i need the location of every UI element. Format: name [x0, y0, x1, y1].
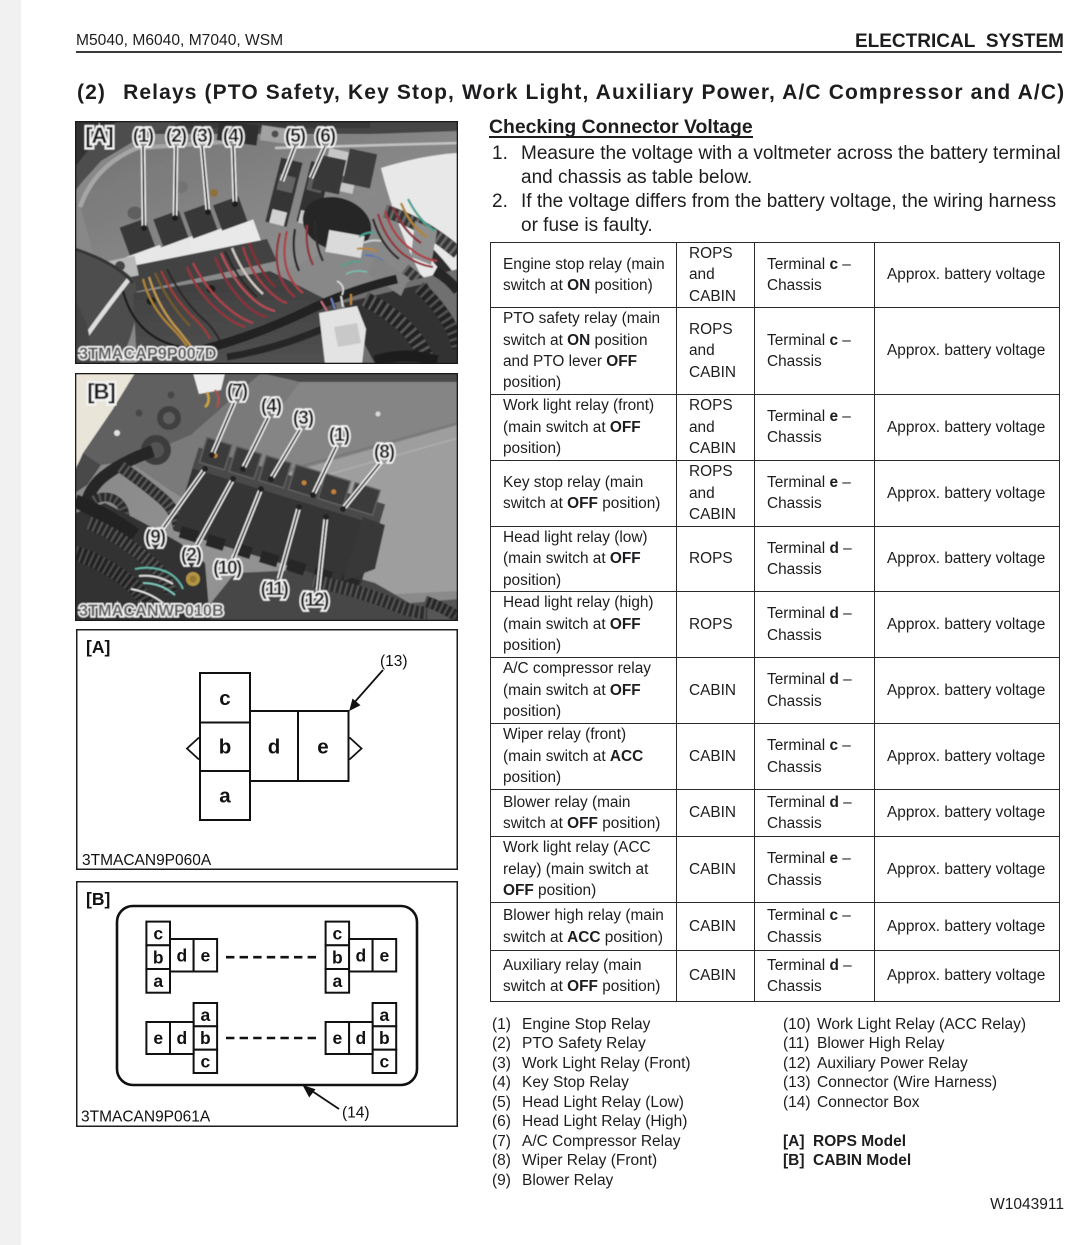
svg-text:[A]: [A] — [86, 637, 110, 657]
svg-text:a: a — [333, 971, 343, 991]
svg-text:(14): (14) — [342, 1105, 370, 1122]
svg-text:d: d — [176, 946, 187, 966]
svg-text:e: e — [333, 1028, 343, 1048]
svg-text:[B]: [B] — [86, 889, 110, 909]
svg-text:d: d — [356, 946, 367, 966]
svg-text:d: d — [268, 736, 281, 759]
svg-text:b: b — [379, 1028, 390, 1048]
svg-text:d: d — [356, 1028, 367, 1048]
svg-text:c: c — [333, 924, 343, 944]
svg-text:b: b — [219, 736, 232, 759]
svg-text:e: e — [201, 946, 211, 966]
svg-text:b: b — [332, 947, 343, 967]
svg-text:e: e — [153, 1028, 163, 1048]
svg-text:e: e — [317, 736, 328, 759]
svg-text:e: e — [380, 946, 390, 966]
svg-text:3TMACAN9P060A: 3TMACAN9P060A — [82, 852, 212, 869]
svg-text:c: c — [219, 687, 230, 710]
svg-text:a: a — [153, 971, 163, 991]
svg-text:3TMACAN9P061A: 3TMACAN9P061A — [81, 1109, 211, 1126]
svg-text:c: c — [380, 1052, 390, 1072]
svg-text:c: c — [153, 924, 163, 944]
svg-text:b: b — [153, 947, 164, 967]
svg-text:d: d — [176, 1028, 187, 1048]
svg-text:a: a — [380, 1005, 390, 1025]
svg-text:a: a — [219, 785, 231, 808]
svg-text:(13): (13) — [380, 653, 408, 670]
svg-text:c: c — [201, 1052, 211, 1072]
svg-text:b: b — [200, 1028, 211, 1048]
svg-text:a: a — [201, 1005, 211, 1025]
